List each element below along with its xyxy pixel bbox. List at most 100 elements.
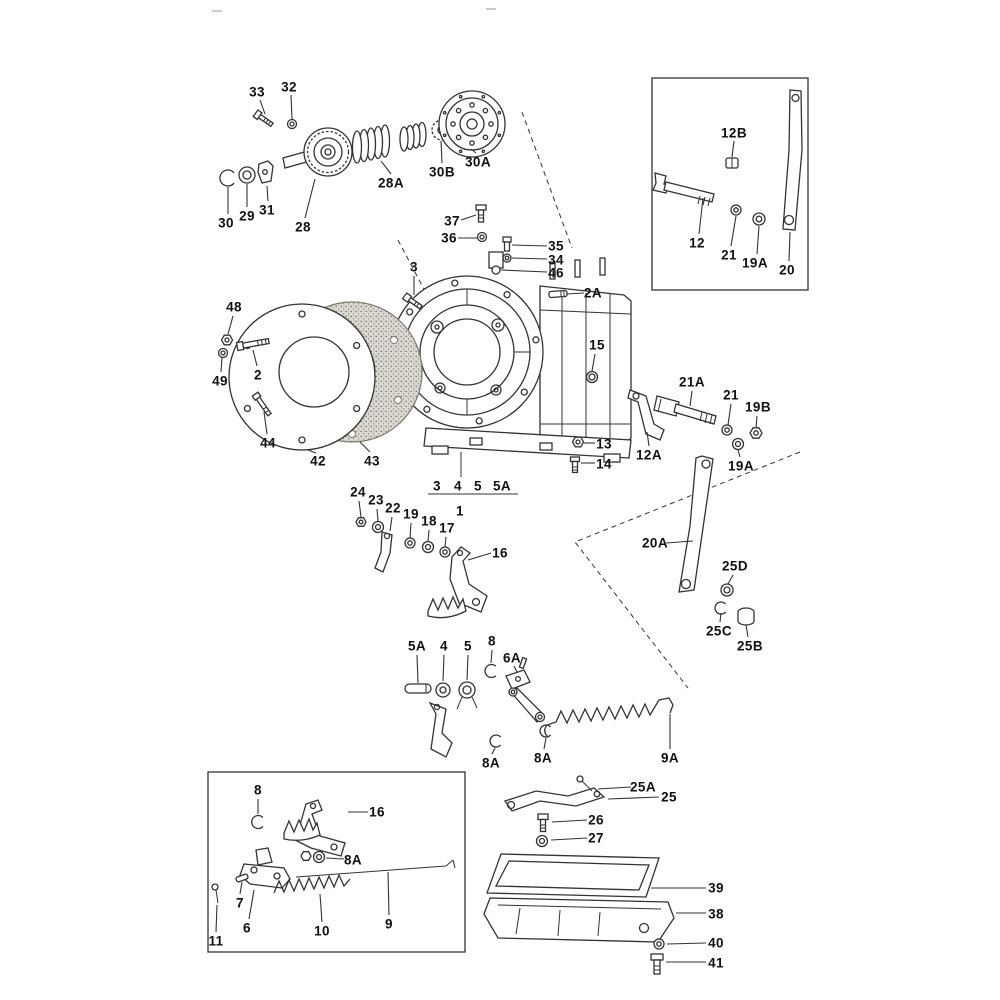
kickdown-linkage-drawing — [404, 656, 674, 758]
leader-line-10 — [319, 893, 323, 923]
leader-line-16 — [467, 552, 492, 561]
leader-line-49 — [220, 357, 223, 373]
part-35-plug — [502, 236, 512, 252]
part-25b-cap — [737, 607, 755, 626]
part-48-nut — [220, 334, 234, 346]
part-28-drum — [282, 127, 353, 177]
part-9-rod — [295, 859, 456, 878]
detail-box-border — [651, 77, 809, 291]
leader-line-9 — [387, 871, 390, 916]
part-6a-clamp — [505, 656, 531, 690]
construction-lines — [397, 111, 801, 689]
part-5-spring — [456, 681, 478, 710]
part-32-washer — [286, 118, 298, 130]
detail-box-border — [207, 771, 466, 953]
leader-line-4 — [442, 654, 445, 682]
part-34-ring — [502, 253, 512, 263]
group-reference-lines — [428, 452, 518, 495]
leader-line-6a — [513, 665, 518, 673]
leader-line-35 — [511, 244, 548, 247]
part-31-plate — [257, 160, 274, 184]
part-29-washer — [238, 166, 256, 184]
part-16-bracket — [427, 546, 488, 619]
leader-line-26 — [551, 819, 588, 823]
leader-line-12b — [731, 140, 735, 158]
part-8-clip-box — [251, 814, 264, 830]
part-17-washer — [439, 546, 451, 558]
leader-line-12 — [698, 197, 704, 235]
part-30a-perforated-disc — [438, 90, 506, 158]
oil-pan-drawing — [483, 775, 675, 975]
part-11-cotter-pin — [211, 883, 219, 904]
part-26-bolt — [537, 813, 549, 833]
part-2-bolt — [235, 337, 270, 352]
leader-line-12a — [646, 431, 650, 447]
leader-line-19b — [755, 415, 758, 429]
part-41-bolt — [650, 953, 664, 975]
leader-line-21 — [727, 403, 732, 426]
part-16-bracket-box — [283, 799, 346, 857]
leader-line-8 — [490, 649, 493, 664]
part-13-nut — [571, 436, 585, 448]
part-3-bolt — [401, 292, 424, 310]
leader-line-46 — [500, 269, 548, 273]
part-2a-stud — [548, 289, 568, 299]
leader-line-25c — [719, 612, 722, 623]
part-25d-ring — [720, 583, 734, 597]
leader-line-28 — [304, 178, 316, 219]
leader-line-19a — [737, 449, 741, 458]
leader-line-25 — [607, 796, 660, 800]
leader-line-24 — [358, 500, 362, 518]
leader-line-42 — [307, 449, 317, 454]
leader-line-7 — [239, 881, 243, 895]
part-25a-pin — [576, 775, 593, 792]
leader-line-27 — [550, 837, 588, 841]
part-20-lever — [782, 89, 803, 231]
part-40-washer — [653, 938, 665, 950]
part-21-washer — [721, 424, 733, 436]
leader-line-8a — [491, 747, 496, 755]
part-19a-washer-box — [752, 212, 766, 226]
part-12-shaft — [652, 172, 715, 207]
part-5a-pin — [404, 683, 432, 694]
leader-line-19 — [409, 522, 412, 539]
leader-lines — [215, 94, 791, 963]
leader-line-2a — [566, 292, 585, 295]
part-8a-washers-box — [300, 850, 326, 864]
leader-line-6 — [248, 889, 255, 920]
part-22-lever — [374, 531, 393, 573]
leader-line-18 — [427, 529, 430, 542]
part-33-bolt — [252, 109, 274, 128]
leader-line-11 — [215, 904, 218, 933]
leader-line-33 — [259, 99, 266, 115]
part-20a-lever — [678, 455, 714, 593]
leader-line-44 — [263, 411, 268, 435]
part-25c-snap-ring — [714, 601, 727, 615]
part-46-boss — [491, 265, 501, 275]
leader-line-8a — [543, 737, 547, 750]
leader-line-32 — [290, 94, 293, 120]
part-28a-disc-pack — [351, 121, 427, 164]
part-21-washer-box — [730, 204, 742, 216]
leader-line-23 — [376, 508, 379, 522]
housing-base — [423, 427, 632, 459]
part-37-bolt — [475, 204, 487, 223]
leader-line-48 — [227, 315, 234, 335]
part-18-washer — [421, 540, 435, 554]
leader-line-25d — [727, 574, 734, 585]
leader-line-20 — [788, 231, 791, 262]
leader-line-31 — [266, 185, 269, 202]
part-15-ring — [585, 370, 599, 384]
leader-line-15 — [591, 353, 596, 372]
part-8a-clip-left — [489, 734, 502, 748]
part-24-nut — [355, 517, 367, 527]
leader-line-21 — [730, 215, 737, 247]
leader-line-25b — [745, 624, 749, 638]
leader-line-17 — [444, 536, 447, 548]
leader-line-20a — [665, 540, 694, 544]
part-44-bolt — [251, 391, 273, 417]
leader-line-30b — [440, 140, 443, 164]
part-19-washer — [404, 537, 416, 549]
part-19a-washer — [731, 437, 745, 451]
